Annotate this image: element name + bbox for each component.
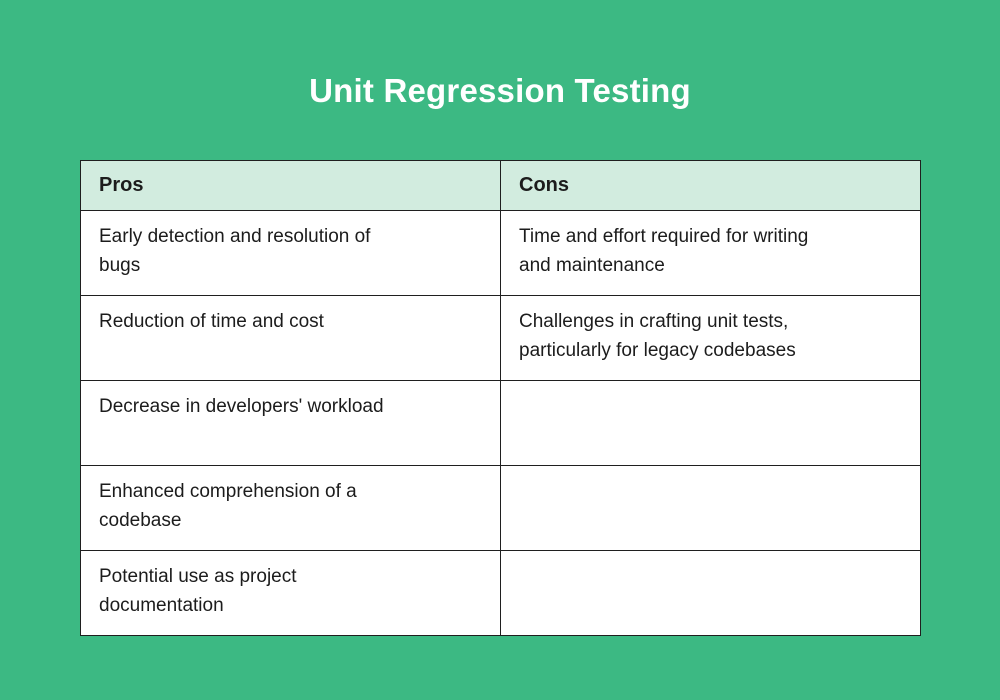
page-title: Unit Regression Testing — [309, 72, 691, 109]
table-row: Potential use as project documentation — [80, 550, 921, 636]
column-header-pros: Pros — [80, 160, 501, 211]
table-row: Decrease in developers' workload — [80, 380, 921, 466]
cons-cell-1: Time and effort required for writing and… — [500, 210, 921, 296]
pros-cell-2: Reduction of time and cost — [80, 295, 501, 381]
table-row: Reduction of time and cost Challenges in… — [80, 295, 921, 381]
pros-cell-1: Early detection and resolution of bugs — [80, 210, 501, 296]
table-row: Early detection and resolution of bugs T… — [80, 210, 921, 296]
cons-cell-2: Challenges in crafting unit tests, parti… — [500, 295, 921, 381]
cons-cell-4 — [500, 465, 921, 551]
pros-cons-table: Pros Cons Early detection and resolution… — [80, 160, 921, 636]
pros-cell-3: Decrease in developers' workload — [80, 380, 501, 466]
pros-cell-5: Potential use as project documentation — [80, 550, 501, 636]
table-row: Enhanced comprehension of a codebase — [80, 465, 921, 551]
cons-cell-3 — [500, 380, 921, 466]
pros-cell-4: Enhanced comprehension of a codebase — [80, 465, 501, 551]
cons-cell-5 — [500, 550, 921, 636]
table-header-row: Pros Cons — [80, 160, 921, 211]
column-header-cons: Cons — [500, 160, 921, 211]
